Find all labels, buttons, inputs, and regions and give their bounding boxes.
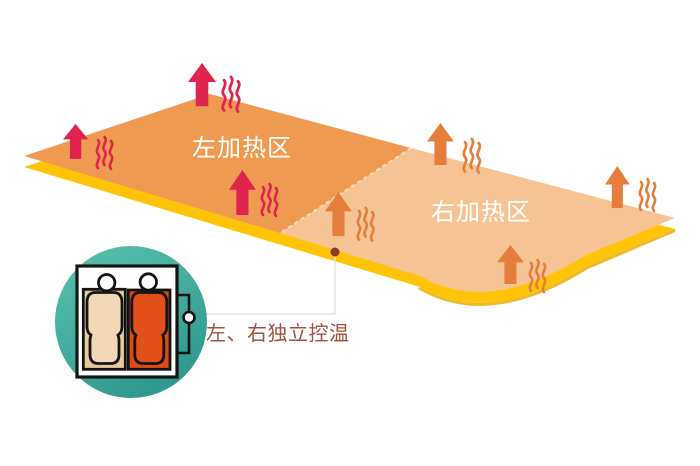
left-sleeper-head <box>97 273 117 293</box>
left-sleeper-body <box>85 291 124 365</box>
controller-knob-icon <box>182 310 196 325</box>
leader-line <box>204 252 336 315</box>
dual-bed-controller-icon <box>55 246 207 398</box>
left-heating-zone <box>24 94 411 233</box>
zone-divider <box>279 147 412 234</box>
left-zone-label: 左加热区 <box>192 135 292 162</box>
right-heating-zone <box>280 148 675 292</box>
blanket-edge-shade <box>418 229 675 306</box>
right-zone-label: 右加热区 <box>431 199 531 226</box>
right-sleeper-head <box>138 272 158 292</box>
callout-label: 左、右独立控温 <box>206 323 350 345</box>
right-sleeper-body <box>130 291 169 365</box>
callout-dot <box>330 247 340 257</box>
